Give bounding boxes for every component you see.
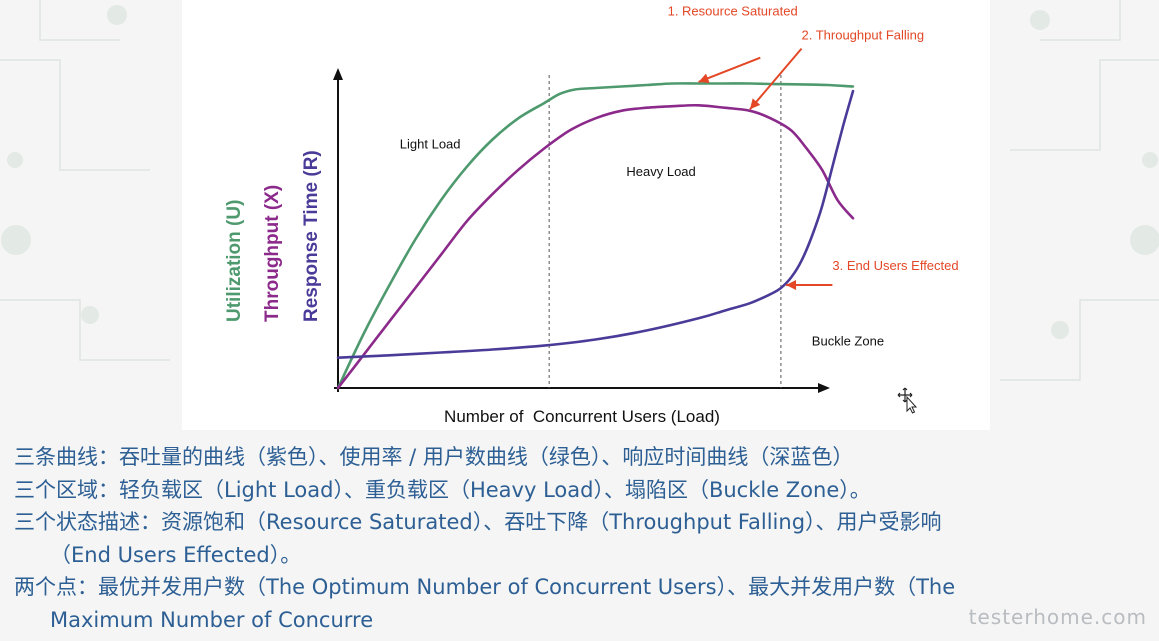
annotation-layer: 1. Resource Saturated 2. Throughput Falli… [668, 3, 959, 290]
region-dividers [548, 75, 782, 388]
note-line-regions: 三个区域：轻负载区（Light Load）、重负载区（Heavy Load）、塌… [14, 477, 871, 502]
series-layer [336, 82, 855, 390]
y-axis-label-response-time: Response Time (R) [301, 150, 322, 322]
series-line-utilization [336, 82, 855, 390]
annotation-arrow-1 [698, 56, 761, 83]
note-line-points: 两个点：最优并发用户数（The Optimum Number of Concur… [14, 575, 956, 600]
x-axis-arrow [818, 383, 830, 393]
y-axis-arrow [333, 68, 343, 80]
annotation-arrowhead-1 [698, 73, 710, 83]
note-line-curves: 三条曲线：吞吐量的曲线（紫色）、使用率 / 用户数曲线（绿色）、响应时间曲线（深… [14, 445, 854, 469]
y-axis-label-throughput: Throughput (X) [262, 184, 283, 322]
region-label-2: Heavy Load [626, 164, 695, 179]
notes-panel: 三条曲线：吞吐量的曲线（紫色）、使用率 / 用户数曲线（绿色）、响应时间曲线（深… [14, 441, 1154, 637]
note-line-states: 三个状态描述：资源饱和（Resource Saturated）、吞吐下降（Thr… [14, 510, 942, 535]
y-axis-label-utilization: Utilization (U) [224, 199, 245, 322]
region-label-3: Buckle Zone [812, 334, 884, 349]
note-line-states-cont: （End Users Effected）。 [50, 542, 302, 567]
move-cursor-icon [897, 387, 918, 414]
annotation-arrow-2 [749, 47, 803, 110]
annotation-label-2: 2. Throughput Falling [802, 28, 925, 43]
x-axis-label: Number of Concurrent Users (Load) [444, 407, 720, 426]
annotation-arrowhead-2 [750, 98, 761, 110]
annotation-label-1: 1. Resource Saturated [668, 3, 798, 18]
annotation-label-3: 3. End Users Effected [832, 258, 958, 273]
note-line-points-cont: Maximum Number of Concurre [50, 607, 374, 632]
series-line-throughput [336, 103, 855, 390]
annotation-arrowhead-3 [786, 279, 797, 290]
watermark: testerhome.com [968, 605, 1147, 629]
axes [333, 68, 830, 393]
series-line-response_time [336, 89, 855, 359]
region-label-1: Light Load [400, 137, 461, 152]
